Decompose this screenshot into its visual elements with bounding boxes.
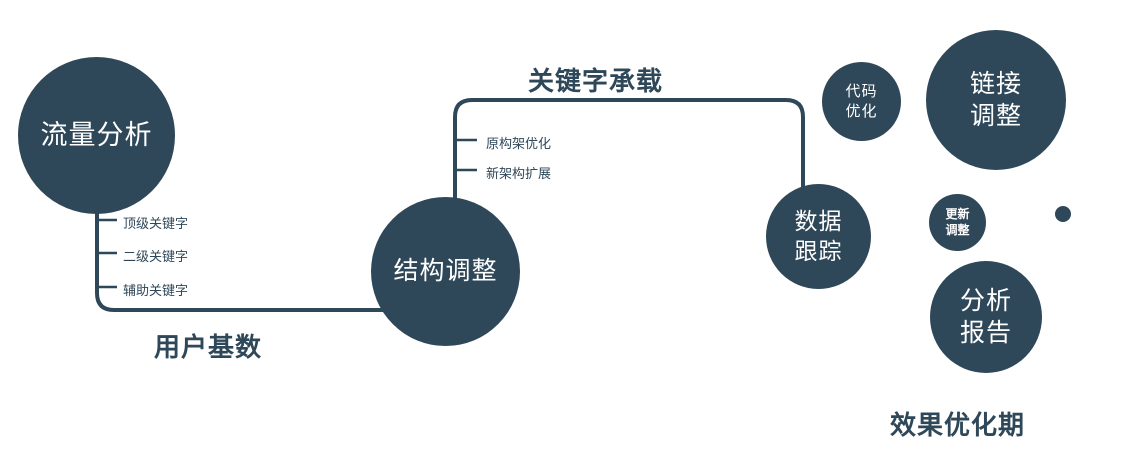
node-data-tracking: 数据 跟踪 [766, 184, 871, 289]
edge-structure-to-tracking [453, 98, 805, 210]
node-code-optimization-line2: 优化 [845, 102, 878, 120]
edge-label-keyword-carry: 关键字承载 [528, 66, 664, 96]
node-update-adjustment: 更新 调整 [929, 194, 986, 251]
branch-label-top-keywords: 顶级关键字 [123, 216, 189, 231]
node-data-tracking-line1: 数据 [794, 207, 843, 234]
node-small-dot [1055, 206, 1071, 222]
node-structure-adjustment-label: 结构调整 [393, 257, 498, 286]
node-traffic-analysis: 流量分析 [18, 57, 175, 214]
node-link-adjustment-line2: 调整 [969, 102, 1022, 130]
branch-label-secondary-keywords: 二级关键字 [123, 249, 189, 264]
edge-traffic-to-structure [95, 190, 400, 312]
node-update-adjustment-line2: 调整 [945, 222, 970, 237]
branch-label-new-architecture: 新架构扩展 [486, 166, 552, 181]
branch-label-original-architecture: 原构架优化 [486, 136, 552, 151]
branch-label-auxiliary-keywords: 辅助关键字 [123, 283, 189, 298]
node-traffic-analysis-label: 流量分析 [40, 119, 153, 150]
edge-label-user-base: 用户基数 [154, 332, 263, 362]
node-analysis-report-line1: 分析 [959, 286, 1012, 315]
node-code-optimization: 代码 优化 [822, 62, 901, 141]
node-data-tracking-line2: 跟踪 [794, 237, 843, 264]
node-update-adjustment-line1: 更新 [945, 206, 970, 221]
node-analysis-report-line2: 报告 [959, 319, 1012, 347]
caption-effect-optimization-period: 效果优化期 [890, 410, 1026, 440]
node-analysis-report: 分析 报告 [930, 261, 1042, 373]
node-link-adjustment-line1: 链接 [969, 69, 1022, 98]
node-link-adjustment: 链接 调整 [926, 30, 1066, 170]
node-structure-adjustment: 结构调整 [371, 197, 520, 346]
node-code-optimization-line1: 代码 [845, 83, 878, 100]
